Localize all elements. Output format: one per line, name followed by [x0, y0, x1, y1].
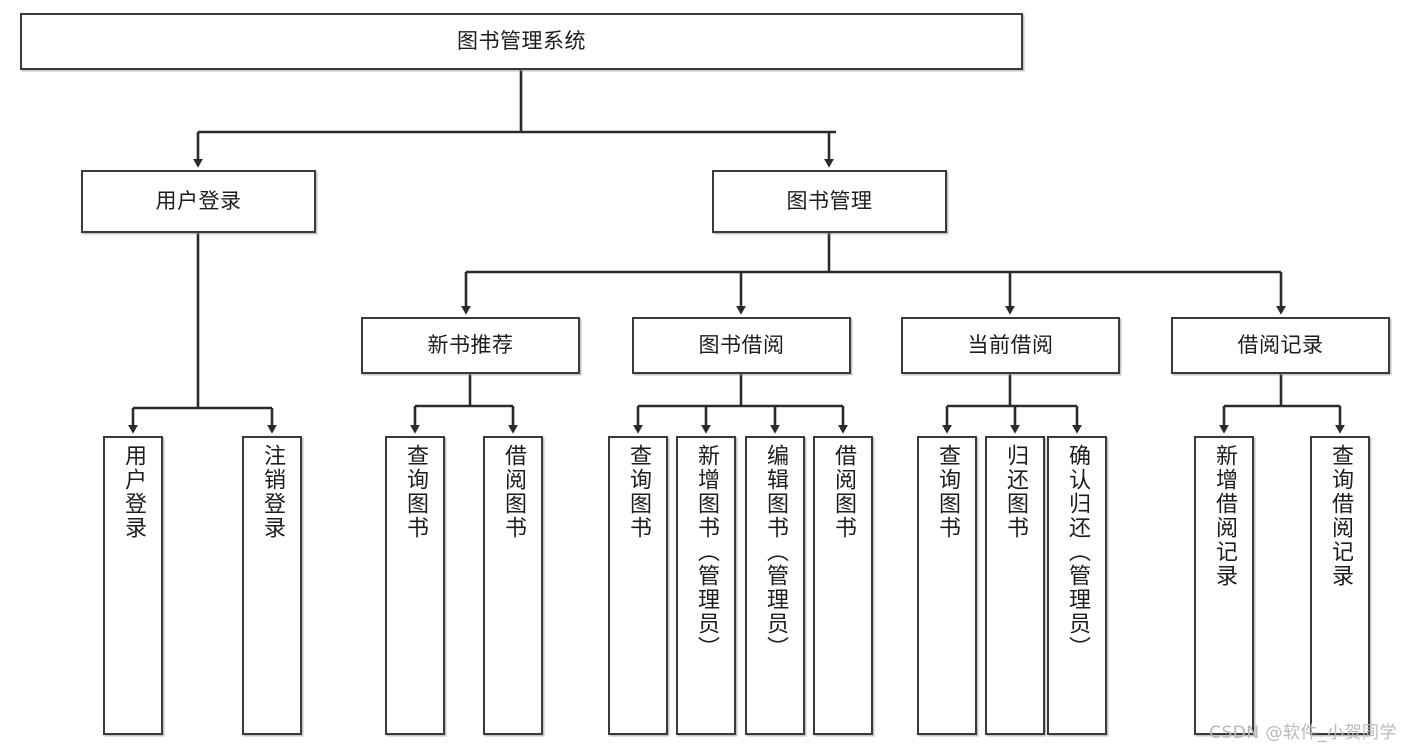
leaf-label: 确认归还（管理员） — [1065, 444, 1090, 660]
node-new-book-recommend[interactable]: 新书推荐 — [361, 317, 580, 374]
node-root-label: 图书管理系统 — [457, 29, 586, 54]
leaf-borrow-add-book-admin[interactable]: 新增图书（管理员） — [676, 436, 736, 735]
leaf-borrow-query-book[interactable]: 查询图书 — [608, 436, 668, 735]
leaf-label: 借阅图书 — [831, 444, 856, 540]
leaf-label: 归还图书 — [1003, 444, 1028, 540]
leaf-label: 编辑图书（管理员） — [763, 444, 788, 660]
node-borrow-records[interactable]: 借阅记录 — [1171, 317, 1390, 374]
leaf-label: 新增借阅记录 — [1212, 444, 1237, 588]
leaf-label: 查询图书 — [626, 444, 651, 540]
leaf-label: 查询借阅记录 — [1328, 444, 1353, 588]
node-user-login-label: 用户登录 — [155, 189, 242, 214]
node-book-borrow[interactable]: 图书借阅 — [632, 317, 851, 374]
leaf-new-book-query[interactable]: 查询图书 — [385, 436, 445, 735]
leaf-borrow-edit-book-admin[interactable]: 编辑图书（管理员） — [745, 436, 805, 735]
leaf-label: 借阅图书 — [501, 444, 526, 540]
watermark-text: CSDN @软件_小贺同学 — [1209, 723, 1397, 743]
leaf-label: 注销登录 — [260, 444, 285, 540]
leaf-current-return-book[interactable]: 归还图书 — [985, 436, 1045, 735]
leaf-current-confirm-return-admin[interactable]: 确认归还（管理员） — [1047, 436, 1107, 735]
leaf-label: 查询图书 — [403, 444, 428, 540]
leaf-records-query-record[interactable]: 查询借阅记录 — [1310, 436, 1370, 735]
leaf-user-login-signout[interactable]: 注销登录 — [242, 436, 302, 735]
node-book-management-label: 图书管理 — [786, 189, 873, 214]
leaf-label: 用户登录 — [121, 444, 146, 540]
node-root[interactable]: 图书管理系统 — [20, 13, 1023, 70]
node-book-management[interactable]: 图书管理 — [712, 170, 947, 233]
node-borrow-records-label: 借阅记录 — [1237, 333, 1324, 358]
leaf-new-book-borrow[interactable]: 借阅图书 — [483, 436, 543, 735]
leaf-borrow-borrow-book[interactable]: 借阅图书 — [813, 436, 873, 735]
leaf-current-query-book[interactable]: 查询图书 — [917, 436, 977, 735]
node-new-book-recommend-label: 新书推荐 — [427, 333, 514, 358]
leaf-records-add-record[interactable]: 新增借阅记录 — [1194, 436, 1254, 735]
leaf-label: 查询图书 — [935, 444, 960, 540]
node-user-login[interactable]: 用户登录 — [81, 170, 316, 233]
leaf-user-login-signin[interactable]: 用户登录 — [103, 436, 163, 735]
leaf-label: 新增图书（管理员） — [694, 444, 719, 660]
node-book-borrow-label: 图书借阅 — [698, 333, 785, 358]
node-current-borrow[interactable]: 当前借阅 — [901, 317, 1120, 374]
node-current-borrow-label: 当前借阅 — [967, 333, 1054, 358]
